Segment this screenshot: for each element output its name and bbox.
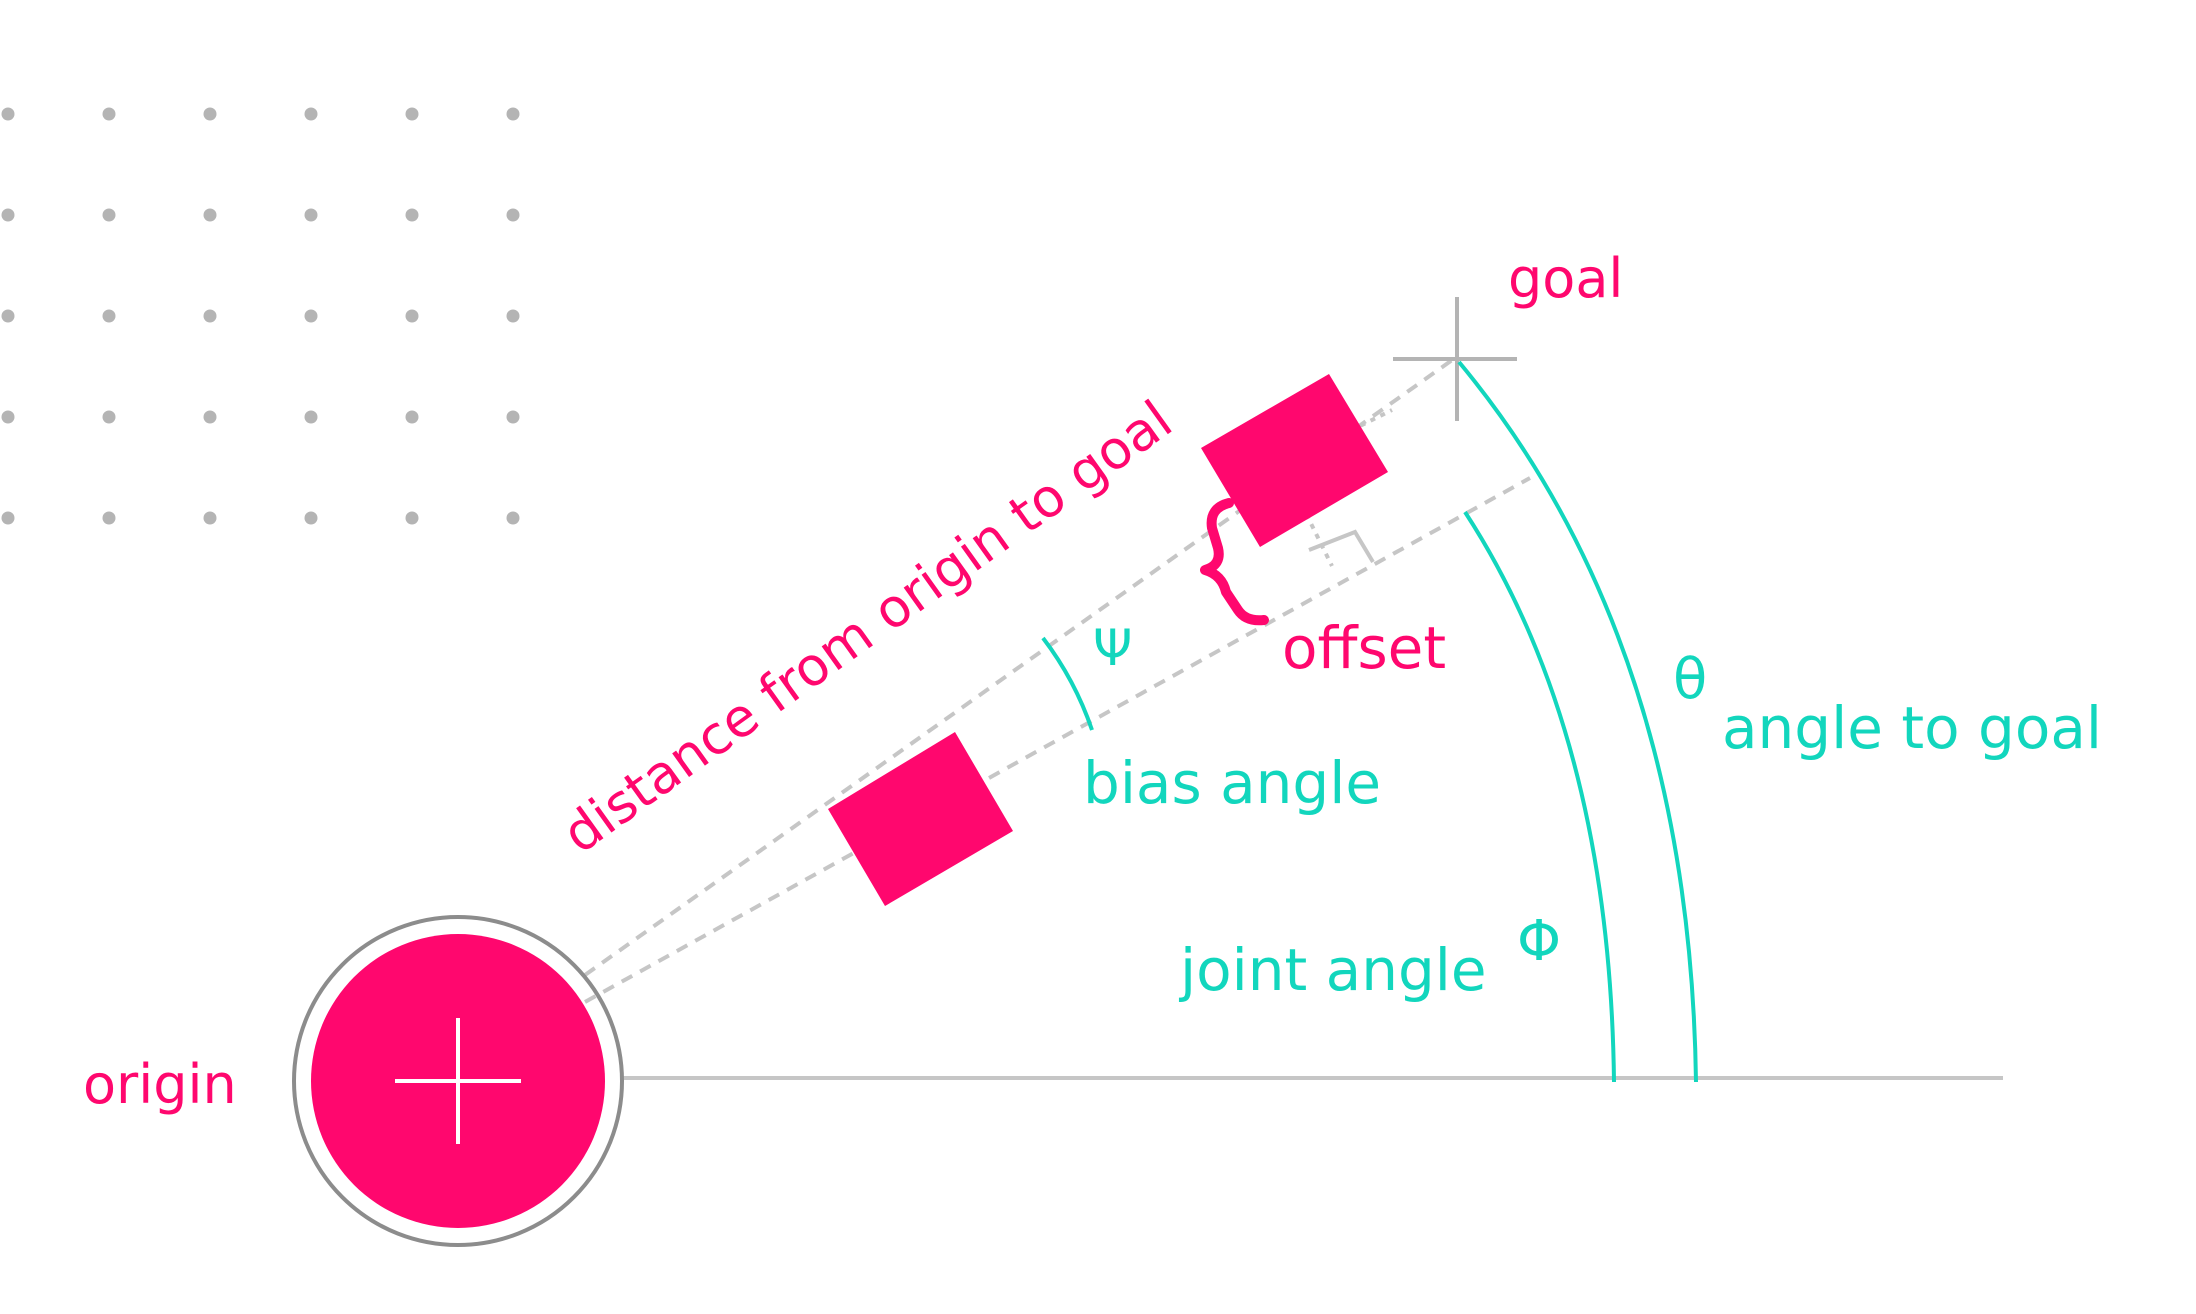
phi-symbol: Φ [1517,909,1561,974]
grid-dot [304,511,318,525]
grid-dot [203,309,217,323]
grid-dot [405,511,419,525]
grid-dot [102,107,116,121]
joint-angle-label: joint angle [1178,936,1487,1004]
grid-dot [102,511,116,525]
grid-dot [1,208,15,222]
grid-dot [203,410,217,424]
grid-dot [304,208,318,222]
joint-angle-arc [1463,510,1616,1083]
origin-label: origin [83,1053,237,1116]
origin-cross-icon [395,1018,521,1144]
goal-label: goal [1508,247,1623,310]
grid-dot [304,410,318,424]
grid-dot [506,309,520,323]
psi-symbol: Ψ [1093,619,1132,677]
bias-angle-label: bias angle [1083,749,1381,817]
angle-to-goal-arc [1457,360,1698,1083]
grid-dot [304,309,318,323]
end-effector-block [1201,374,1388,547]
origin-joint-ring [292,915,624,1247]
grid-dot [405,309,419,323]
goal-crosshair-icon [1393,297,1517,421]
grid-dot [405,107,419,121]
offset-brace-icon [1200,498,1269,626]
grid-dot [506,107,520,121]
grid-dot [203,208,217,222]
grid-dot [1,511,15,525]
grid-dot [304,107,318,121]
grid-dot [1,410,15,424]
grid-dot [1,107,15,121]
grid-dot [405,208,419,222]
right-angle-marker [1308,529,1375,564]
grid-dot [102,309,116,323]
grid-dot [102,208,116,222]
link-block [828,732,1013,906]
grid-dot [203,107,217,121]
grid-dot [506,511,520,525]
grid-dot [1,309,15,323]
grid-dot [506,208,520,222]
grid-dot [102,410,116,424]
grid-dot [203,511,217,525]
offset-label: offset [1282,614,1446,682]
theta-symbol: θ [1673,647,1707,712]
bias-angle-arc [1041,636,1094,731]
grid-dot [405,410,419,424]
grid-dot [506,410,520,424]
angle-to-goal-label: angle to goal [1722,694,2102,762]
dot-grid [1,107,520,525]
